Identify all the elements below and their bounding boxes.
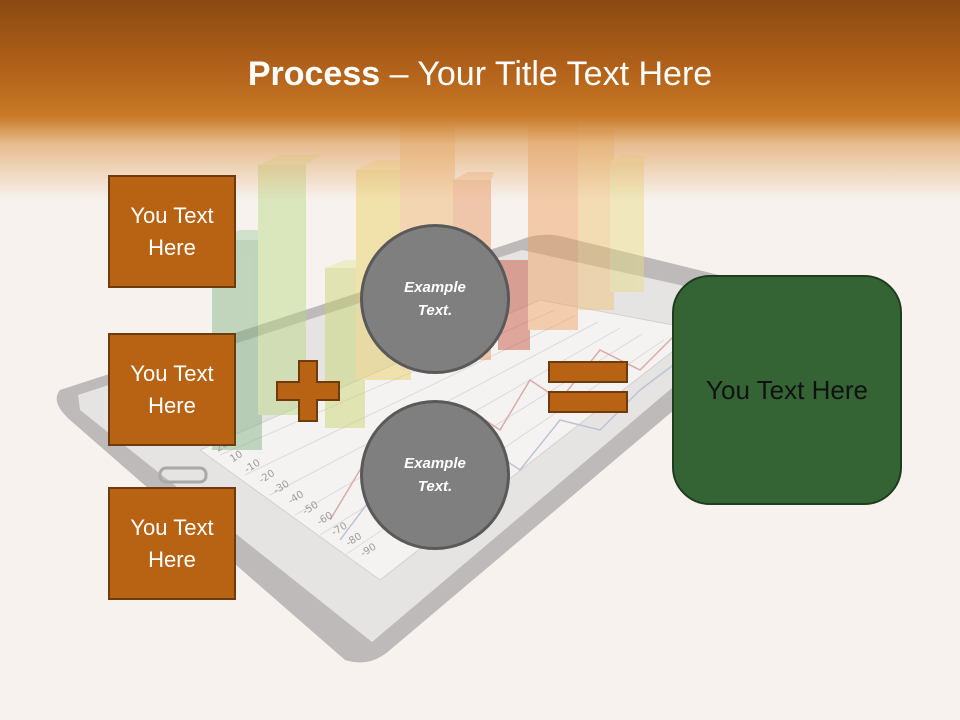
slide-title: Process – Your Title Text Here <box>0 52 960 96</box>
text-box-label: You Text Here <box>130 360 214 418</box>
text-box-label: You Text Here <box>130 514 214 572</box>
circle-label: Example Text. <box>404 455 466 495</box>
example-circle-2[interactable]: Example Text. <box>360 400 510 550</box>
result-box[interactable]: You Text Here <box>672 275 902 505</box>
example-circle-1[interactable]: Example Text. <box>360 224 510 374</box>
text-box-2[interactable]: You Text Here <box>108 333 236 446</box>
circle-label: Example Text. <box>404 279 466 319</box>
text-box-label: You Text Here <box>130 202 214 260</box>
equals-icon <box>548 361 628 413</box>
result-label: You Text Here <box>706 374 868 405</box>
title-rest: – Your Title Text Here <box>380 55 713 93</box>
header-band <box>0 0 960 200</box>
text-box-3[interactable]: You Text Here <box>108 487 236 600</box>
title-bold: Process <box>247 55 381 93</box>
plus-icon <box>276 360 340 422</box>
text-box-1[interactable]: You Text Here <box>108 175 236 288</box>
